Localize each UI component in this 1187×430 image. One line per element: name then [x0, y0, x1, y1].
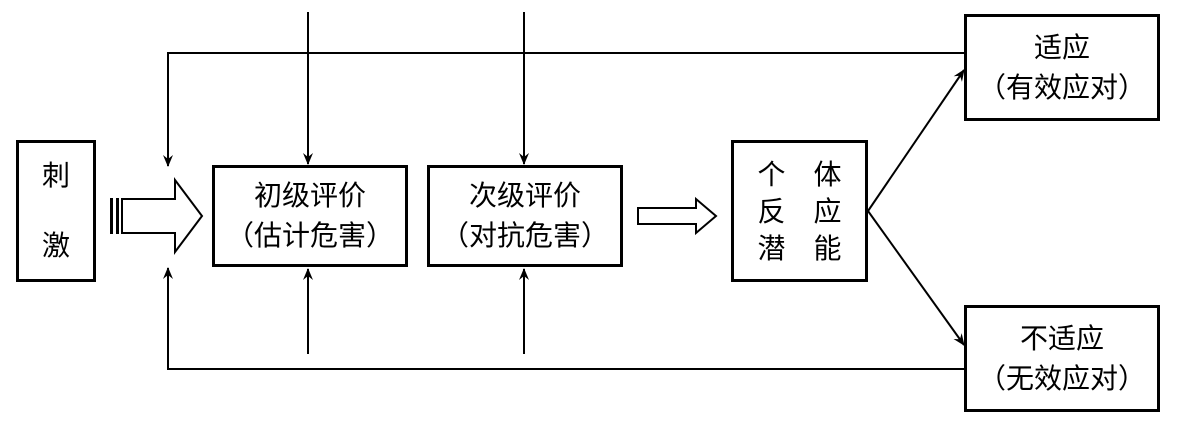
arrow-to-adapt: [867, 69, 965, 212]
adapt-box: 适应 （有效应对）: [964, 14, 1160, 121]
response-potential-grid: 个 体 反 应 潜 能: [752, 156, 848, 267]
arrow-to-maladapt: [867, 210, 965, 346]
adapt-subtitle: （有效应对）: [977, 70, 1146, 104]
adapt-title: 适应: [1033, 30, 1090, 64]
response-char: 反: [757, 194, 786, 228]
hollow-arrow-to-response: [637, 196, 718, 236]
response-char: 能: [813, 231, 842, 265]
secondary-appraisal-title: 次级评价: [468, 179, 581, 212]
stimulus-input-arrow: [110, 177, 204, 255]
primary-appraisal-title: 初级评价: [253, 179, 366, 212]
maladapt-box: 不适应 （无效应对）: [964, 305, 1160, 412]
stimulus-label-line1: 刺: [41, 159, 70, 192]
primary-appraisal-subtitle: （估计危害）: [225, 219, 394, 252]
response-char: 个: [757, 157, 786, 191]
response-potential-box: 个 体 反 应 潜 能: [731, 140, 868, 282]
feedback-line-bottom: [163, 267, 964, 370]
stimulus-box: 刺 激: [16, 140, 96, 282]
feedback-line-top: [163, 52, 964, 167]
maladapt-title: 不适应: [1019, 321, 1104, 355]
secondary-appraisal-subtitle: （对抗危害）: [440, 219, 609, 252]
response-char: 潜: [757, 231, 786, 265]
response-char: 应: [813, 194, 842, 228]
secondary-appraisal-box: 次级评价 （对抗危害）: [427, 165, 623, 267]
primary-appraisal-box: 初级评价 （估计危害）: [212, 165, 408, 267]
maladapt-subtitle: （无效应对）: [977, 361, 1146, 395]
response-char: 体: [813, 157, 842, 191]
stimulus-label-line2: 激: [41, 229, 70, 262]
